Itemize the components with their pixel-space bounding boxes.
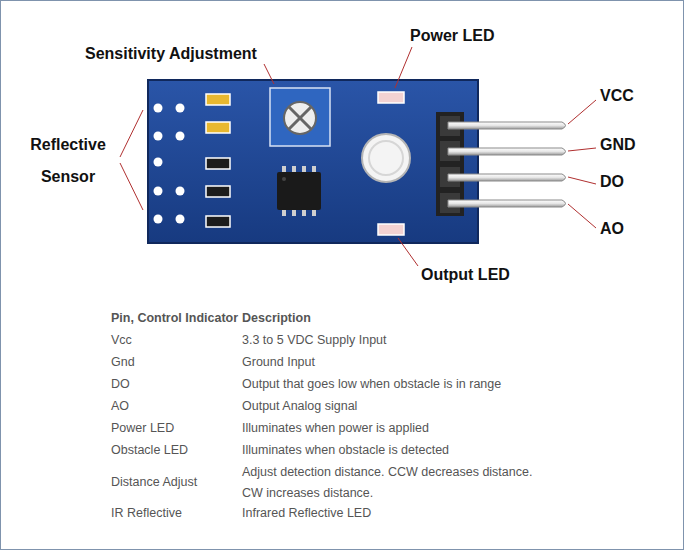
pin-label: AO xyxy=(600,219,624,239)
table-cell: Adjust detection distance. CCW decreases… xyxy=(242,462,542,504)
pin-label: VCC xyxy=(600,86,634,106)
table-cell: Illuminates when obstacle is detected xyxy=(242,441,449,459)
leader-lines xyxy=(120,47,596,266)
header-pins xyxy=(448,122,566,207)
mounting-holes xyxy=(154,104,185,224)
circuit-board xyxy=(148,80,478,243)
table-cell: Obstacle LED xyxy=(111,441,188,459)
pin-label: DO xyxy=(600,172,624,192)
potentiometer xyxy=(270,88,330,146)
callout-label: Sensitivity Adjustment xyxy=(85,44,257,64)
callout-label: Reflective Sensor xyxy=(18,129,118,193)
table-cell: Distance Adjust xyxy=(111,473,197,491)
table-cell: Vcc xyxy=(111,331,132,349)
table-cell: Gnd xyxy=(111,353,135,371)
callout-label: Output LED xyxy=(421,265,510,285)
table-header: Pin, Control Indicator xyxy=(111,309,238,327)
table-cell: Output Analog signal xyxy=(242,397,357,415)
table-cell: Ground Input xyxy=(242,353,315,371)
table-cell: Power LED xyxy=(111,419,174,437)
table-cell: IR Reflective xyxy=(111,504,182,522)
table-cell: 3.3 to 5 VDC Supply Input xyxy=(242,331,387,349)
table-cell: AO xyxy=(111,397,129,415)
sensor-eye xyxy=(362,134,410,182)
table-cell: DO xyxy=(111,375,130,393)
pin-label: GND xyxy=(600,135,636,155)
table-cell: Output that goes low when obstacle is in… xyxy=(242,375,501,393)
smd-parts xyxy=(206,94,230,227)
callout-label: Power LED xyxy=(410,26,494,46)
table-cell: Illuminates when power is applied xyxy=(242,419,429,437)
table-cell: Infrared Reflective LED xyxy=(242,504,371,522)
ic-chip xyxy=(277,166,321,216)
table-header: Description xyxy=(242,309,311,327)
